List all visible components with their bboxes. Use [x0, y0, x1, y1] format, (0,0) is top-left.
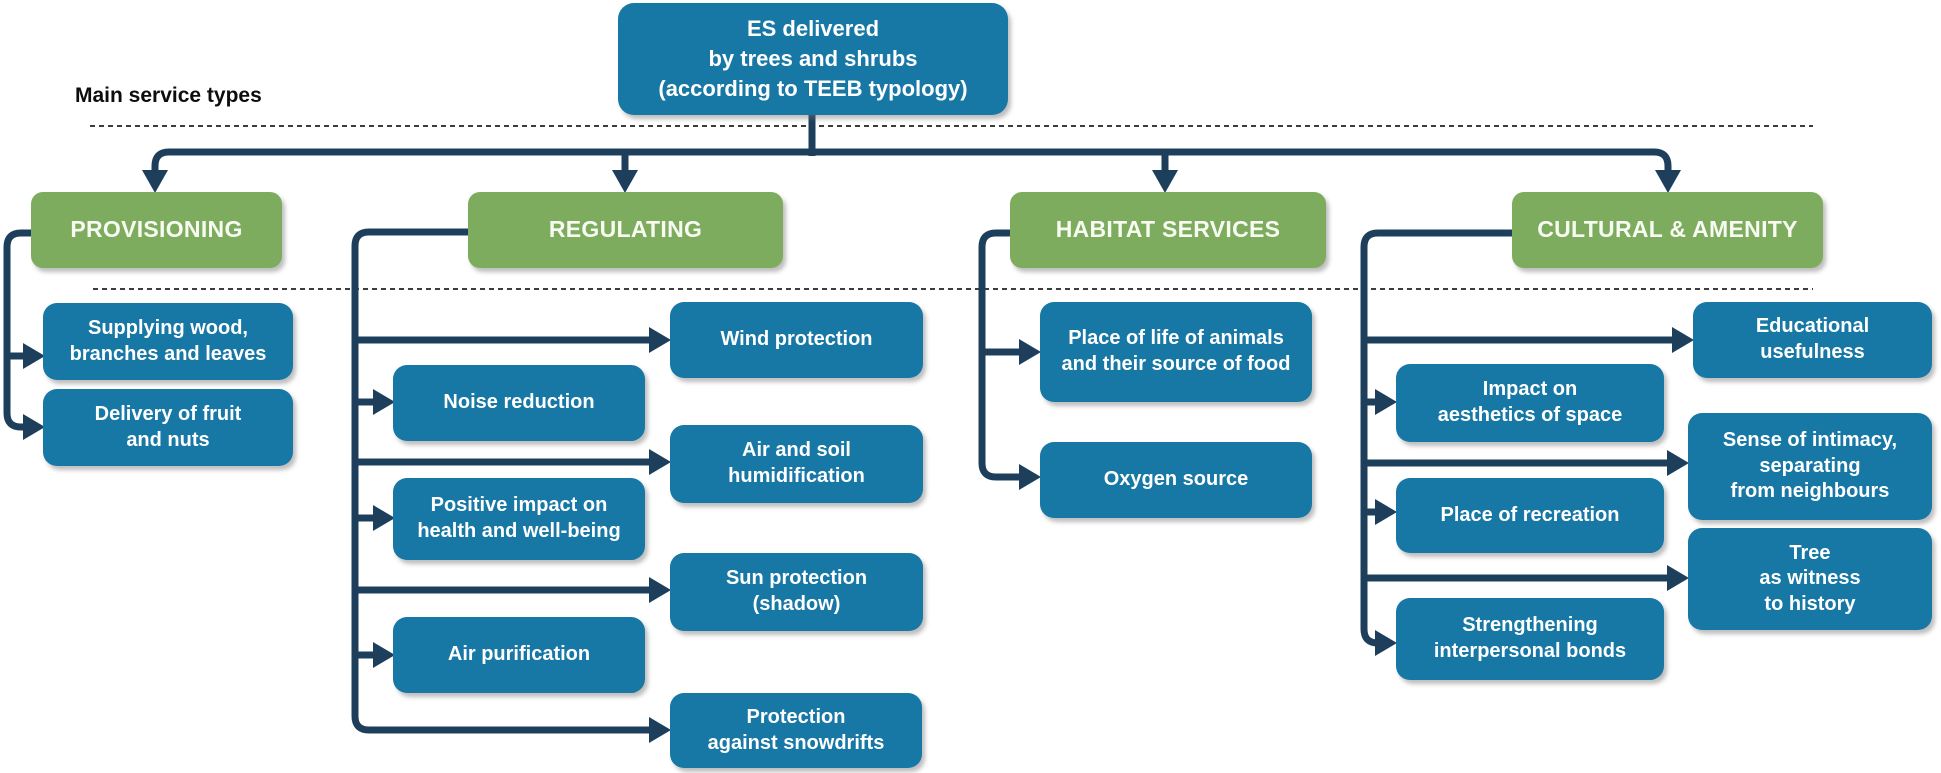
node-educational-usefulness: Educational usefulness	[1693, 302, 1932, 378]
node-delivery-fruit: Delivery of fruit and nuts	[43, 389, 293, 466]
node-protection-snowdrifts: Protection against snowdrifts	[670, 693, 922, 768]
node-tree-witness-history: Tree as witness to history	[1688, 528, 1932, 630]
header-habitat-services: HABITAT SERVICES	[1010, 192, 1326, 268]
node-sense-of-intimacy: Sense of intimacy, separating from neigh…	[1688, 413, 1932, 520]
node-impact-aesthetics: Impact on aesthetics of space	[1396, 364, 1664, 442]
connector-cultural	[1360, 229, 1694, 656]
header-cultural-amenity: CULTURAL & AMENITY	[1512, 192, 1823, 268]
main-service-types-label: Main service types	[75, 84, 262, 107]
node-supplying-wood: Supplying wood, branches and leaves	[43, 303, 293, 380]
node-sun-protection: Sun protection (shadow)	[670, 553, 923, 631]
node-wind-protection: Wind protection	[670, 302, 923, 378]
node-positive-impact-health: Positive impact on health and well-being	[393, 478, 645, 560]
node-oxygen-source: Oxygen source	[1040, 442, 1312, 518]
node-air-soil-humidification: Air and soil humidification	[670, 425, 923, 503]
dotted-separator-services	[93, 288, 1813, 290]
node-root: ES delivered by trees and shrubs (accord…	[618, 3, 1008, 115]
dotted-separator-top	[90, 125, 1813, 127]
header-regulating: REGULATING	[468, 192, 783, 268]
node-strengthening-bonds: Strengthening interpersonal bonds	[1396, 598, 1664, 680]
connector-habitat	[978, 229, 1041, 490]
header-provisioning: PROVISIONING	[31, 192, 282, 268]
node-noise-reduction: Noise reduction	[393, 365, 645, 441]
node-air-purification: Air purification	[393, 617, 645, 693]
node-place-of-life: Place of life of animals and their sourc…	[1040, 302, 1312, 402]
node-place-of-recreation: Place of recreation	[1396, 478, 1664, 553]
